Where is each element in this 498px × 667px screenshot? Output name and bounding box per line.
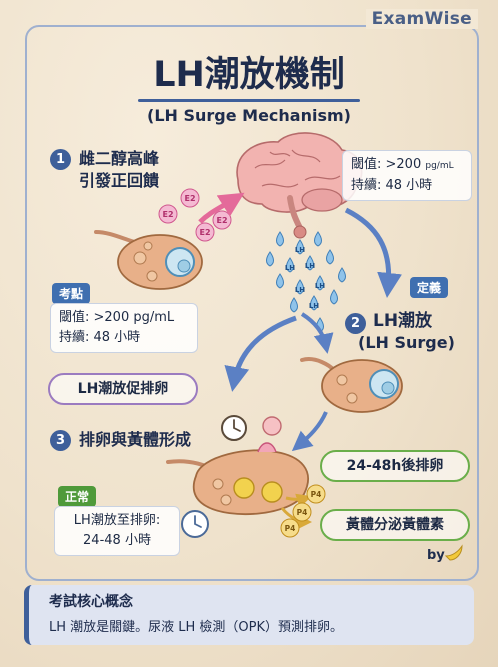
core-concept-panel: 考試核心概念 LH 潮放是關鍵。尿液 LH 檢測（OPK）預測排卵。 <box>24 585 474 645</box>
lh-label: LH <box>305 262 315 270</box>
step-1-line2: 引發正回饋 <box>79 171 160 190</box>
content-frame <box>25 25 479 581</box>
banana-icon <box>444 544 463 561</box>
byline: by <box>427 548 445 563</box>
brain-illustration <box>236 132 363 239</box>
progesterone-bubbles <box>280 484 326 538</box>
ovulation-hours-pill: 24-48h後排卵 <box>320 450 470 482</box>
exam-point-box: 閾值: >200 pg/mL 持續: 48 小時 <box>50 303 198 353</box>
surge-to-ovary-arrow <box>300 312 334 354</box>
lh-label: LH <box>295 246 305 254</box>
p4-label: P4 <box>311 490 322 499</box>
p4-label: P4 <box>297 508 308 517</box>
core-concept-body: LH 潮放是關鍵。尿液 LH 檢測（OPK）預測排卵。 <box>49 620 344 635</box>
progesterone-labels: P4 P4 P4 <box>285 490 322 533</box>
page-subtitle: (LH Surge Mechanism) <box>147 106 351 125</box>
lh-label: LH <box>285 264 295 272</box>
lh-label: LH <box>309 302 319 310</box>
definition-tag: 定義 <box>410 277 449 298</box>
page-title: LH潮放機制 <box>153 55 345 95</box>
ovary-illustration-3 <box>166 442 309 516</box>
lh-hormone-drops <box>266 231 346 333</box>
brain-to-surge-arrow <box>344 207 402 298</box>
brain-threshold-line: 閾值: >200 pg/mL <box>351 155 463 176</box>
ovary-to-rupture-arrow <box>291 411 328 452</box>
positive-feedback-arrow <box>198 192 245 224</box>
brain-duration-line: 持續: 48 小時 <box>351 178 433 193</box>
step-1-line1: 雌二醇高峰 <box>79 149 160 168</box>
brain-threshold-box: 閾值: >200 pg/mL 持續: 48 小時 <box>342 150 472 201</box>
step-3-badge: 3 <box>50 430 71 451</box>
lh-drop-labels: LH LH LH LH LH LH <box>285 246 325 310</box>
ovulation-pill: LH潮放促排卵 <box>48 373 198 405</box>
normal-tag: 正常 <box>58 486 97 507</box>
estradiol-labels: E2 E2 E2 E2 <box>162 194 227 237</box>
exam-duration-line: 持續: 48 小時 <box>59 330 141 345</box>
ovary-illustration-1 <box>94 230 203 290</box>
egg-icon <box>262 416 282 436</box>
p4-label: P4 <box>285 524 296 533</box>
step-3-title: 排卵與黃體形成 <box>79 430 192 449</box>
normal-line1: LH潮放至排卵: <box>73 513 161 528</box>
brain-threshold-unit: pg/mL <box>425 161 454 171</box>
e2-label: E2 <box>184 194 195 203</box>
progesterone-arrow <box>280 507 312 530</box>
brand-logo: ExamWise <box>365 9 478 29</box>
surge-to-ovulation-arrow <box>224 315 297 392</box>
core-concept-title: 考試核心概念 <box>49 594 133 610</box>
normal-box: LH潮放至排卵: 24-48 小時 <box>54 506 180 556</box>
clock-icon-top <box>221 415 247 441</box>
step-2-line1: LH潮放 <box>373 311 433 331</box>
ovary-illustration-2 <box>300 357 403 413</box>
e2-label: E2 <box>199 228 210 237</box>
exam-point-tag: 考點 <box>52 283 91 304</box>
step-2-line2: (LH Surge) <box>358 333 455 352</box>
step-1-badge: 1 <box>50 149 71 170</box>
progesterone-pill: 黃體分泌黃體素 <box>320 509 470 541</box>
e2-label: E2 <box>162 210 173 219</box>
e2-label: E2 <box>216 216 227 225</box>
step-1-title: 雌二醇高峰 引發正回饋 <box>79 148 159 192</box>
normal-line2: 24-48 小時 <box>83 533 151 548</box>
progesterone-arrow <box>285 493 312 508</box>
title-underline <box>138 99 360 102</box>
lh-label: LH <box>295 286 305 294</box>
exam-threshold-line: 閾值: >200 pg/mL <box>59 310 175 325</box>
lh-label: LH <box>315 282 325 290</box>
brain-threshold-text: 閾值: >200 <box>351 157 422 172</box>
clock-icon-bottom <box>181 510 209 538</box>
step-2-badge: 2 <box>345 313 366 334</box>
